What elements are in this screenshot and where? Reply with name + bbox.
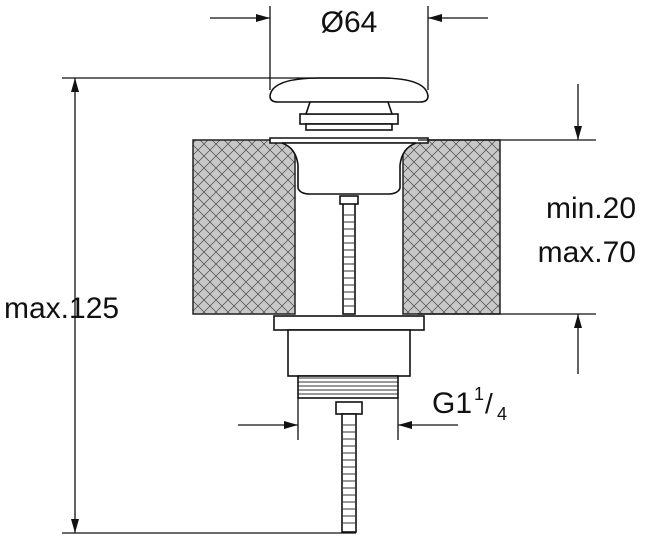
sink-material-left <box>192 139 296 315</box>
thickness-min-label: min.20 <box>546 192 636 225</box>
sink-material-right <box>402 139 501 315</box>
drain-basket <box>281 142 417 195</box>
thread-label-denominator: 4 <box>497 404 507 424</box>
dimension-lines <box>62 6 596 534</box>
overall-height-label: max.125 <box>4 292 119 325</box>
thread-label-slash: / <box>485 388 493 419</box>
diameter-label: Ø64 <box>321 6 378 39</box>
thread-label-numerator: 1 <box>474 384 484 404</box>
drain-cap <box>269 77 429 103</box>
thread-label: G1 1 / 4 <box>432 384 507 424</box>
cap-seal <box>299 113 399 125</box>
drain-body <box>287 329 411 377</box>
drain-flange <box>269 137 429 144</box>
lock-nut <box>273 315 425 331</box>
spindle-rod <box>342 201 356 315</box>
rod-thread-lines <box>342 214 356 524</box>
thread-label-base: G1 <box>432 387 472 420</box>
thickness-max-label: max.70 <box>538 236 636 269</box>
drain-thread <box>297 375 399 399</box>
sink-material <box>192 139 501 315</box>
